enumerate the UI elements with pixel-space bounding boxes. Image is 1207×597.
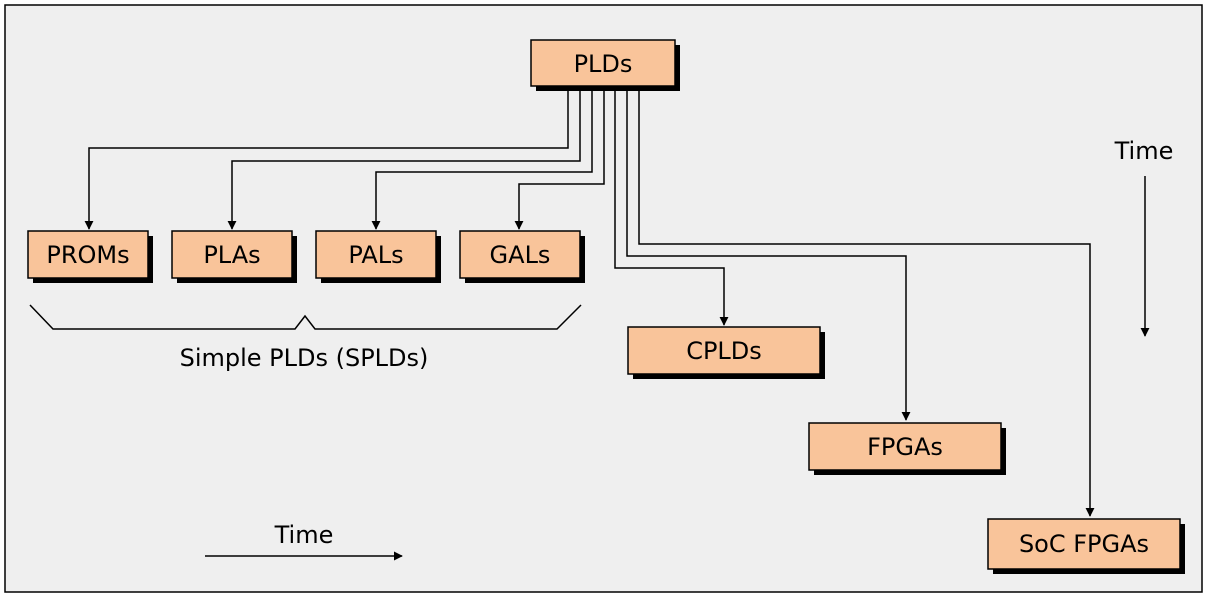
spld-group-label: Simple PLDs (SPLDs) [180, 344, 429, 372]
spld-brace [29, 304, 582, 330]
node-proms: PROMs [27, 230, 153, 283]
connector-plas [227, 90, 581, 230]
node-pals: PALs [315, 230, 441, 283]
node-plds-label: PLDs [574, 50, 633, 78]
time-horizontal-label: Time [274, 521, 334, 549]
time-vertical-label: Time [1114, 137, 1174, 165]
connector-proms [84, 90, 569, 230]
node-soc-fpgas-label: SoC FPGAs [1019, 530, 1149, 558]
node-cplds: CPLDs [627, 326, 825, 379]
node-soc-fpgas: SoC FPGAs [987, 518, 1185, 574]
connector-lines [84, 90, 1095, 517]
node-plas: PLAs [171, 230, 297, 283]
node-pals-label: PALs [348, 241, 403, 269]
connector-pals [371, 90, 593, 230]
node-fpgas: FPGAs [808, 422, 1006, 475]
connector-soc-fpgas [638, 90, 1095, 517]
node-gals-label: GALs [490, 241, 551, 269]
node-proms-label: PROMs [46, 241, 129, 269]
node-fpgas-label: FPGAs [867, 433, 943, 461]
connector-gals [514, 90, 605, 230]
connector-fpgas [626, 90, 911, 421]
node-plds: PLDs [530, 39, 680, 91]
node-cplds-label: CPLDs [686, 337, 762, 365]
connector-cplds [614, 90, 729, 326]
node-plas-label: PLAs [203, 241, 260, 269]
node-gals: GALs [459, 230, 585, 283]
